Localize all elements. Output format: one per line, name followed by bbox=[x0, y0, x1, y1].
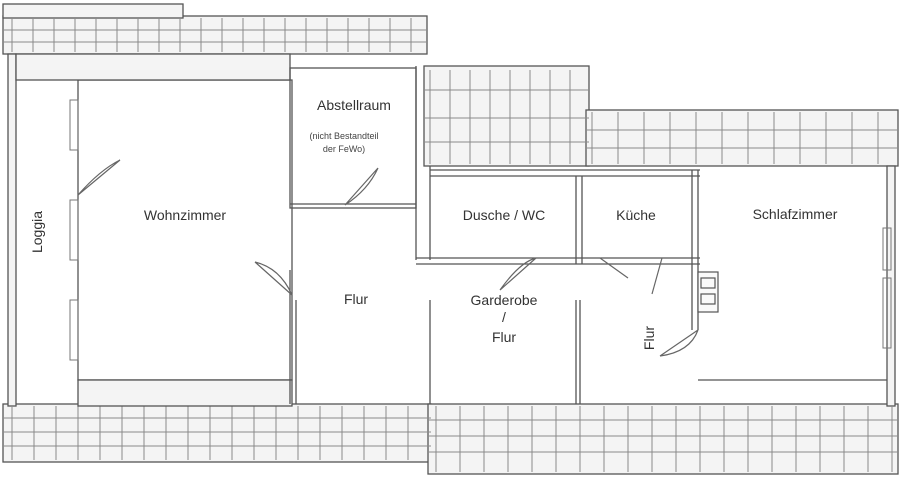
door-loggia-living bbox=[77, 159, 121, 196]
room-label-dusche-wc: Dusche / WC bbox=[463, 207, 545, 223]
room-label-wohnzimmer: Wohnzimmer bbox=[144, 207, 227, 223]
room-label-garderobe-flur: Flur bbox=[492, 329, 516, 345]
roof-hatching-verticals bbox=[11, 18, 893, 472]
room-label-flur-left: Flur bbox=[344, 291, 368, 307]
roof-hatching bbox=[3, 29, 898, 453]
room-label-garderobe-slash: / bbox=[502, 309, 506, 325]
door-schlafzimmer bbox=[659, 329, 699, 357]
door-kueche-left bbox=[599, 257, 629, 279]
abstellraum-note-line-2: der FeWo) bbox=[323, 144, 365, 154]
room-label-loggia: Loggia bbox=[29, 211, 45, 253]
door-kueche-right bbox=[651, 257, 663, 295]
door-abstellraum bbox=[344, 167, 379, 206]
abstellraum-note-line-1: (nicht Bestandteil bbox=[309, 131, 378, 141]
chimney bbox=[697, 271, 719, 313]
room-label-abstellraum: Abstellraum bbox=[317, 97, 391, 113]
door-living-flur bbox=[254, 261, 293, 296]
doors bbox=[77, 159, 699, 357]
windows bbox=[69, 99, 892, 361]
room-label-garderobe: Garderobe bbox=[471, 292, 538, 308]
room-label-kueche: Küche bbox=[616, 207, 656, 223]
room-label-schlafzimmer: Schlafzimmer bbox=[753, 206, 838, 222]
room-label-flur-right: Flur bbox=[641, 326, 657, 350]
door-dusche bbox=[499, 257, 537, 291]
